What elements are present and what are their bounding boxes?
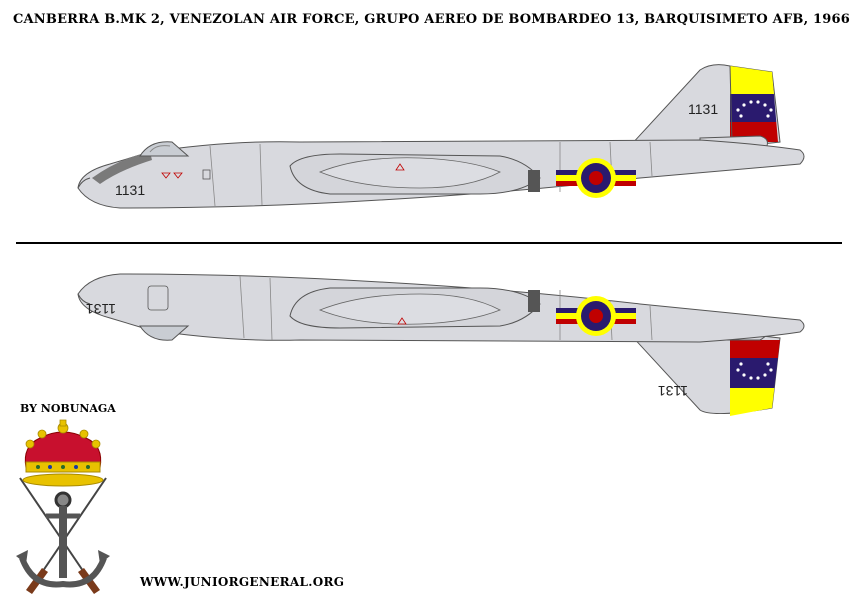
flag-stars (736, 100, 773, 118)
serial-nose-top: 1131 (115, 182, 145, 198)
aircraft-side-view: 1131 1131 (77, 64, 805, 209)
anchor-icon (16, 491, 110, 588)
crown-icon (22, 419, 104, 487)
crest-emblem (16, 419, 110, 594)
canopy (139, 141, 190, 157)
serial-tail-bottom: 1131 (658, 383, 688, 399)
aircraft-other-side-view: 1131 1131 (77, 273, 805, 416)
website-link[interactable]: WWW.JUNIORGENERAL.ORG (140, 575, 345, 589)
serial-tail-top: 1131 (688, 101, 718, 117)
serial-nose-bottom: 1131 (86, 301, 116, 317)
flag-stars (736, 362, 773, 380)
page-title: CANBERRA B.MK 2, VENEZOLAN AIR FORCE, GR… (12, 12, 851, 27)
roundel (556, 158, 636, 198)
canopy (139, 325, 190, 341)
divider (16, 242, 842, 244)
author-credit: BY NOBUNAGA (20, 402, 116, 415)
roundel (556, 296, 636, 336)
